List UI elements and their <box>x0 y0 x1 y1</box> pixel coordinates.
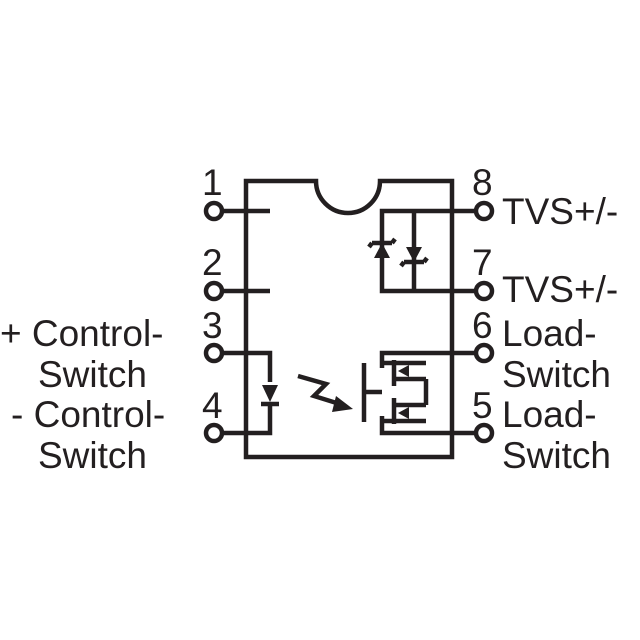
mosfet-1-arrow <box>398 365 409 377</box>
pin-3-number: 3 <box>202 305 223 346</box>
pin-1-number: 1 <box>202 162 223 203</box>
pin-4-label-line1: - Control- <box>11 394 166 435</box>
tvs-diode-2-tick-a <box>399 260 406 268</box>
tvs-trace-top <box>379 208 474 294</box>
pin-8-label: TVS+/- <box>502 191 619 232</box>
mosfet-2-arrow <box>398 407 409 419</box>
pin-3-label-line1: + Control- <box>0 313 164 354</box>
pin-5-label-line1: Load- <box>502 394 597 435</box>
pin-6-number: 6 <box>472 305 493 346</box>
pin-3-trace <box>224 350 273 382</box>
pin-6-label-line1: Load- <box>502 313 597 354</box>
pin-5-number: 5 <box>472 385 493 426</box>
light-zigzag <box>297 373 344 408</box>
pin-5-terminal <box>473 422 495 444</box>
tvs-diode-2-tick-b <box>422 256 429 264</box>
pin-6-terminal <box>473 342 495 364</box>
pin-6-label-line2: Switch <box>502 354 611 395</box>
pin-3-label-line2: Switch <box>38 354 147 395</box>
pin-2-number: 2 <box>202 242 223 283</box>
mosfet-gate <box>361 363 382 422</box>
pin-4-terminal <box>203 422 225 444</box>
tvs-diode-1-tick-b <box>390 237 397 245</box>
pin-4-trace <box>224 404 273 436</box>
pin-8-number: 8 <box>472 162 493 203</box>
pin-7-number: 7 <box>472 242 493 283</box>
pin-1-terminal <box>203 200 225 222</box>
pin-4-label-line2: Switch <box>38 435 147 476</box>
package-body <box>243 178 455 460</box>
pin-7-label: TVS+/- <box>502 269 619 310</box>
led-triangle <box>262 385 278 402</box>
pin-8-terminal <box>473 200 495 222</box>
tvs-diode-2-triangle <box>406 247 422 262</box>
pin-7-terminal <box>473 280 495 302</box>
tvs-diode-1-triangle <box>374 243 390 258</box>
pin-4-number: 4 <box>202 385 223 426</box>
tvs-diode-1-tick-a <box>367 241 374 249</box>
pin-2-terminal <box>203 280 225 302</box>
light-arrow-head <box>332 396 353 412</box>
pin-3-terminal <box>203 342 225 364</box>
pin-5-label-line2: Switch <box>502 435 611 476</box>
